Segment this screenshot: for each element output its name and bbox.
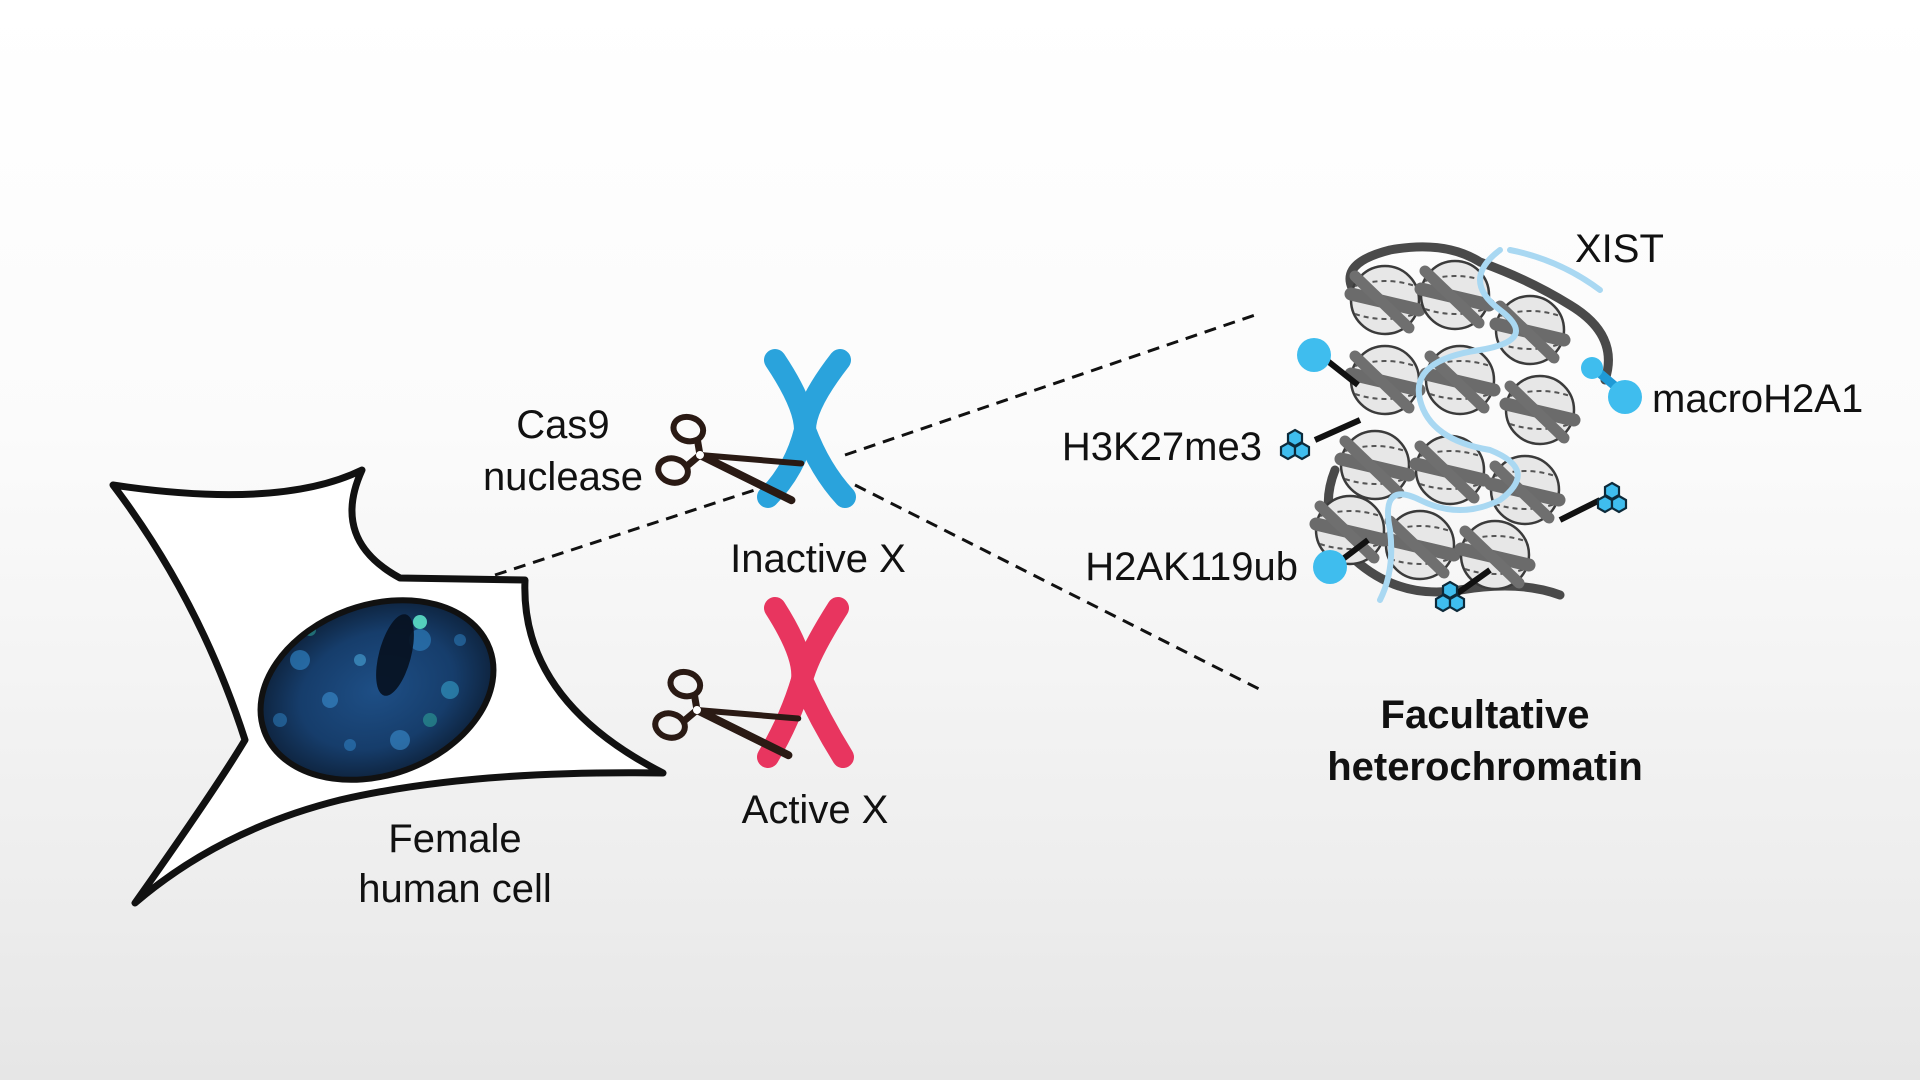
zoom-line-upper — [844, 313, 1256, 457]
ball-stick-icon — [1581, 357, 1642, 414]
zoom-line-lower — [854, 483, 1266, 694]
active-x-chromosome — [757, 597, 854, 768]
macroh2a1-label: macroH2A1 — [1652, 377, 1863, 421]
xist-rna — [1377, 247, 1521, 603]
active-x-label: Active X — [742, 788, 889, 832]
h3k27me3-label: H3K27me3 — [1062, 425, 1262, 469]
facultative-heterochromatin-line1: Facultative — [1381, 693, 1590, 737]
hexagon-cluster-icon — [1558, 481, 1628, 523]
cell-label-line1: Female — [388, 817, 521, 861]
nucleus — [257, 597, 497, 783]
ball-stick-icon — [1297, 338, 1360, 388]
hexagon-cluster-icon — [1279, 417, 1362, 461]
inactive-x-chromosome — [757, 349, 856, 508]
xist-label: XIST — [1575, 227, 1664, 271]
scissors-icon — [652, 668, 802, 769]
zoom-line-cell-upper — [494, 483, 771, 577]
heterochromatin-cluster — [1279, 242, 1642, 613]
inactive-x-label: Inactive X — [730, 537, 906, 581]
cell-label-line2: human cell — [358, 867, 551, 911]
hexagon-cluster-icon — [1434, 567, 1492, 613]
h2ak119ub-label: H2AK119ub — [1085, 545, 1298, 589]
cas9-label-line2: nuclease — [483, 455, 643, 499]
female-human-cell — [109, 466, 667, 907]
facultative-heterochromatin-line2: heterochromatin — [1327, 745, 1643, 789]
ball-stick-icon — [1313, 537, 1370, 584]
cas9-label-line1: Cas9 — [516, 403, 609, 447]
